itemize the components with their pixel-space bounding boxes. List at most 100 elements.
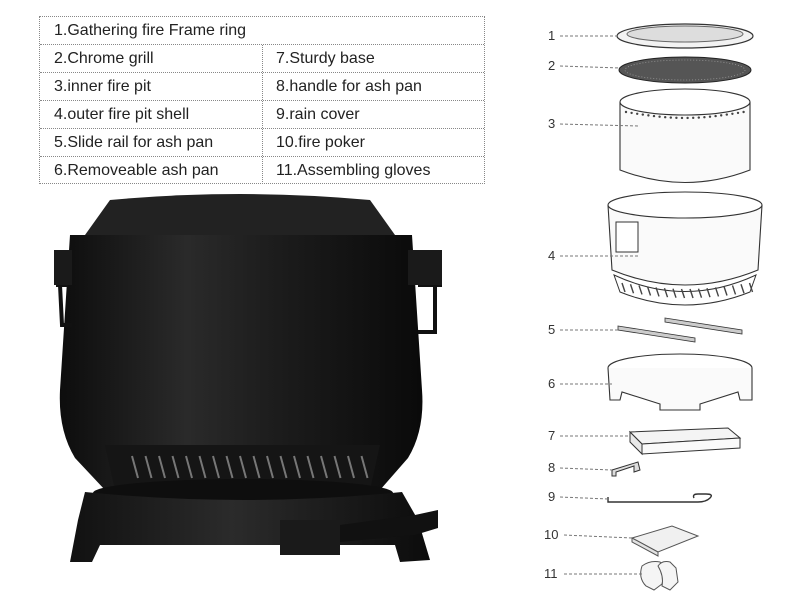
callout-5: 5 <box>548 322 555 337</box>
ash-pan-handle-part <box>611 461 641 477</box>
part-10-label: 10.fire poker <box>276 134 365 151</box>
vent-slit <box>714 287 720 297</box>
frame-ring-inner <box>626 25 744 43</box>
vent-slit <box>347 455 355 479</box>
outer-fire-pit-shell <box>607 204 763 286</box>
part-1-label: 1.Gathering fire Frame ring <box>54 22 247 39</box>
vent-slit <box>144 455 153 479</box>
vent-slit <box>706 287 711 298</box>
vent-hole <box>703 115 706 119</box>
outer-shell-vent-band <box>613 274 757 306</box>
parts-table: 1.Gathering fire Frame ring 2.Chrome gri… <box>39 16 485 184</box>
fire-pit-illustration <box>54 194 442 562</box>
part-3-label: 3.inner fire pit <box>54 78 151 95</box>
part-6-label: 6.Removeable ash pan <box>54 162 219 179</box>
left-handle-bracket <box>54 250 72 285</box>
leader-2 <box>559 65 621 69</box>
vent-hole <box>714 114 717 118</box>
vent-slit <box>239 455 247 479</box>
vent-slit <box>621 282 626 293</box>
vent-hole <box>636 112 639 115</box>
vent-slit <box>212 455 220 479</box>
part-4-label: 4.outer fire pit shell <box>54 106 190 123</box>
ash-pan-front <box>280 520 340 555</box>
callout-4: 4 <box>548 248 555 263</box>
vent-slit <box>638 285 643 295</box>
exploded-view-diagram: 1 2 3 4 5 6 7 8 9 10 11 <box>544 23 763 591</box>
ash-pan-handle <box>340 510 438 542</box>
vent-hole <box>692 116 695 120</box>
leader-3 <box>559 123 641 127</box>
vent-hole <box>708 115 712 118</box>
part-9-label: 9.rain cover <box>276 106 360 123</box>
table-divider <box>262 45 263 184</box>
vent-slit <box>198 455 207 479</box>
callout-1: 1 <box>548 28 555 43</box>
leader-9 <box>559 496 609 500</box>
callout-9: 9 <box>548 489 555 504</box>
callout-7: 7 <box>548 428 555 443</box>
vent-slit <box>697 288 703 298</box>
vent-hole <box>624 110 628 114</box>
vent-slit <box>333 455 342 479</box>
part-11-label: 11.Assembling gloves <box>276 162 431 179</box>
vent-slit <box>279 455 288 479</box>
lid <box>85 194 395 235</box>
vent-slit <box>158 455 166 479</box>
grill-mesh <box>624 59 746 81</box>
part-7-label: 7.Sturdy base <box>276 50 375 67</box>
table-row-line <box>40 156 484 157</box>
vent-slit <box>646 286 652 296</box>
vent-hole <box>658 115 661 118</box>
vent-slit <box>306 455 315 479</box>
rain-cover <box>607 493 713 503</box>
outer-shell-top <box>607 191 763 219</box>
parts-table-title-row: 1.Gathering fire Frame ring <box>40 17 484 45</box>
vent-slit <box>252 455 261 479</box>
table-row-line <box>40 72 484 73</box>
vent-slit <box>293 455 301 479</box>
vent-slit <box>731 285 737 295</box>
outer-shell <box>59 235 423 490</box>
table-row-line <box>40 128 484 129</box>
vent-hole <box>647 114 650 117</box>
vent-hole <box>675 116 678 120</box>
table-row-line <box>40 100 484 101</box>
vent-hole <box>686 116 689 120</box>
callout-6: 6 <box>548 376 555 391</box>
vent-hole <box>641 113 644 116</box>
vent-slit <box>655 287 660 297</box>
vent-slit <box>748 282 754 293</box>
vent-slit <box>672 288 677 298</box>
leader-8 <box>559 467 613 471</box>
part-5-label: 5.Slide rail for ash pan <box>54 134 214 151</box>
fire-poker-bag <box>630 525 700 553</box>
vent-hole <box>680 116 684 120</box>
vent-hole <box>697 116 700 119</box>
vent-hole <box>731 112 734 115</box>
vent-slit <box>689 288 694 299</box>
vent-slit <box>171 455 180 479</box>
vent-hole <box>742 110 745 114</box>
vent-slit <box>185 455 193 479</box>
callout-3: 3 <box>548 116 555 131</box>
glove-right <box>657 561 679 591</box>
vent-slit <box>740 284 745 294</box>
vent-hole <box>725 113 728 116</box>
callout-8: 8 <box>548 460 555 475</box>
vent-slit <box>360 455 369 479</box>
chrome-grill <box>618 56 752 84</box>
inner-fire-pit <box>619 102 751 184</box>
vent-slit <box>320 455 328 479</box>
vent-hole <box>720 114 723 117</box>
leader-10 <box>563 534 633 539</box>
vent-hole <box>669 116 672 119</box>
tray-side <box>629 430 643 456</box>
callout-2: 2 <box>548 58 555 73</box>
slide-rail-left <box>617 325 696 343</box>
vents <box>131 455 369 479</box>
vent-slit <box>131 455 139 479</box>
part-2-label: 2.Chrome grill <box>54 50 154 67</box>
removeable-ash-pan <box>607 367 753 411</box>
right-handle-bracket <box>408 250 442 285</box>
